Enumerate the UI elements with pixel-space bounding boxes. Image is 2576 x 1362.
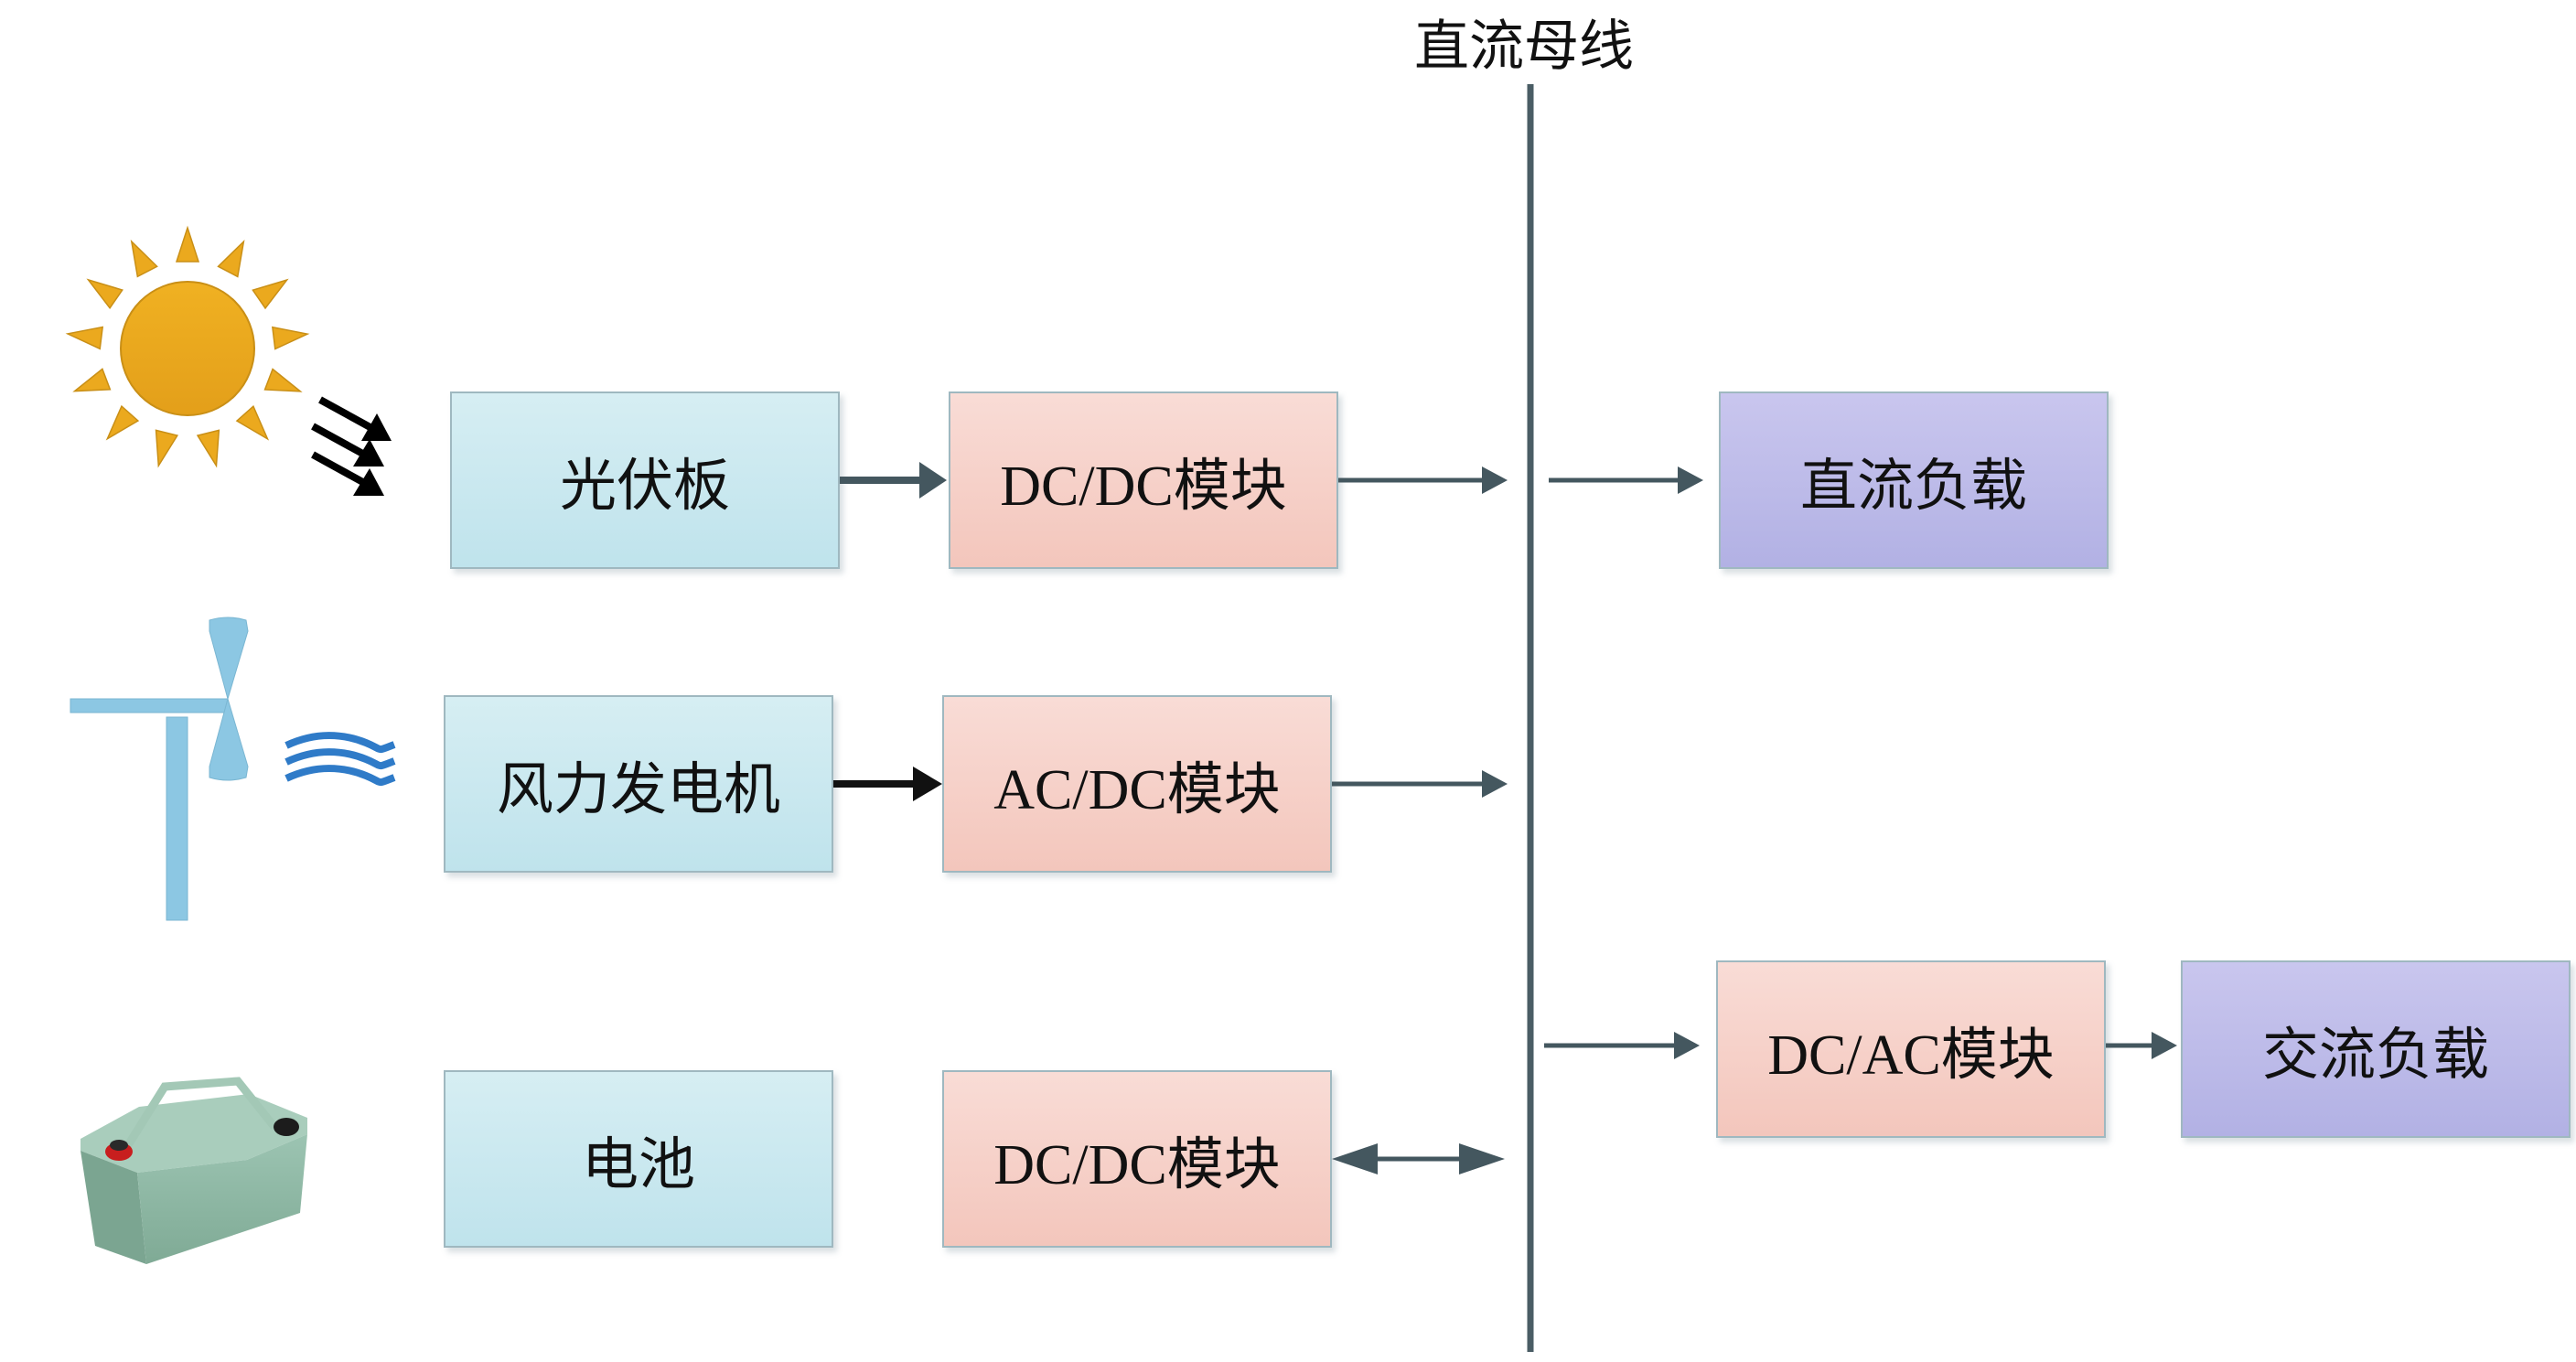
- sunlight-rays-icon: [311, 396, 392, 496]
- wind-waves-icon: [284, 732, 396, 786]
- sun-icon: [65, 225, 310, 468]
- pv-dcdc-module-label: DC/DC模块: [1000, 456, 1287, 518]
- pv-panel-label: 光伏板: [559, 456, 730, 518]
- dcac-module-label: DC/AC模块: [1767, 1024, 2055, 1087]
- arrow-dcac-to-ac-load: [2106, 1032, 2177, 1059]
- arrow-battery-bidirectional: [1332, 1143, 1505, 1174]
- dcac-module-box[interactable]: DC/AC模块: [1716, 960, 2106, 1138]
- wind-generator-label: 风力发电机: [496, 759, 780, 821]
- battery-box[interactable]: 电池: [444, 1070, 833, 1248]
- arrow-wind-to-acdc: [833, 767, 942, 801]
- arrow-bus-to-dcac: [1544, 1032, 1700, 1059]
- pv-dcdc-module-box[interactable]: DC/DC模块: [949, 391, 1338, 569]
- arrow-acdc-to-bus: [1332, 770, 1508, 798]
- ac-load-label: 交流负载: [2261, 1024, 2489, 1087]
- arrow-pv-to-dcdc: [840, 462, 947, 499]
- wind-acdc-module-box[interactable]: AC/DC模块: [942, 695, 1332, 873]
- wind-generator-box[interactable]: 风力发电机: [444, 695, 833, 873]
- battery-label: 电池: [581, 1134, 695, 1196]
- dc-bus-label: 直流母线: [1414, 16, 1634, 77]
- ac-load-box[interactable]: 交流负载: [2181, 960, 2571, 1138]
- battery-dcdc-module-label: DC/DC模块: [993, 1134, 1281, 1196]
- arrow-dcdc-to-bus: [1338, 467, 1508, 494]
- dc-load-box[interactable]: 直流负载: [1719, 391, 2109, 569]
- pv-panel-box[interactable]: 光伏板: [450, 391, 840, 569]
- battery-icon: [80, 1077, 307, 1264]
- wind-turbine-icon: [70, 617, 249, 921]
- battery-dcdc-module-box[interactable]: DC/DC模块: [942, 1070, 1332, 1248]
- wind-acdc-module-label: AC/DC模块: [993, 759, 1281, 821]
- arrow-bus-to-dc-load: [1549, 467, 1703, 494]
- dc-load-label: 直流负载: [1799, 456, 2027, 518]
